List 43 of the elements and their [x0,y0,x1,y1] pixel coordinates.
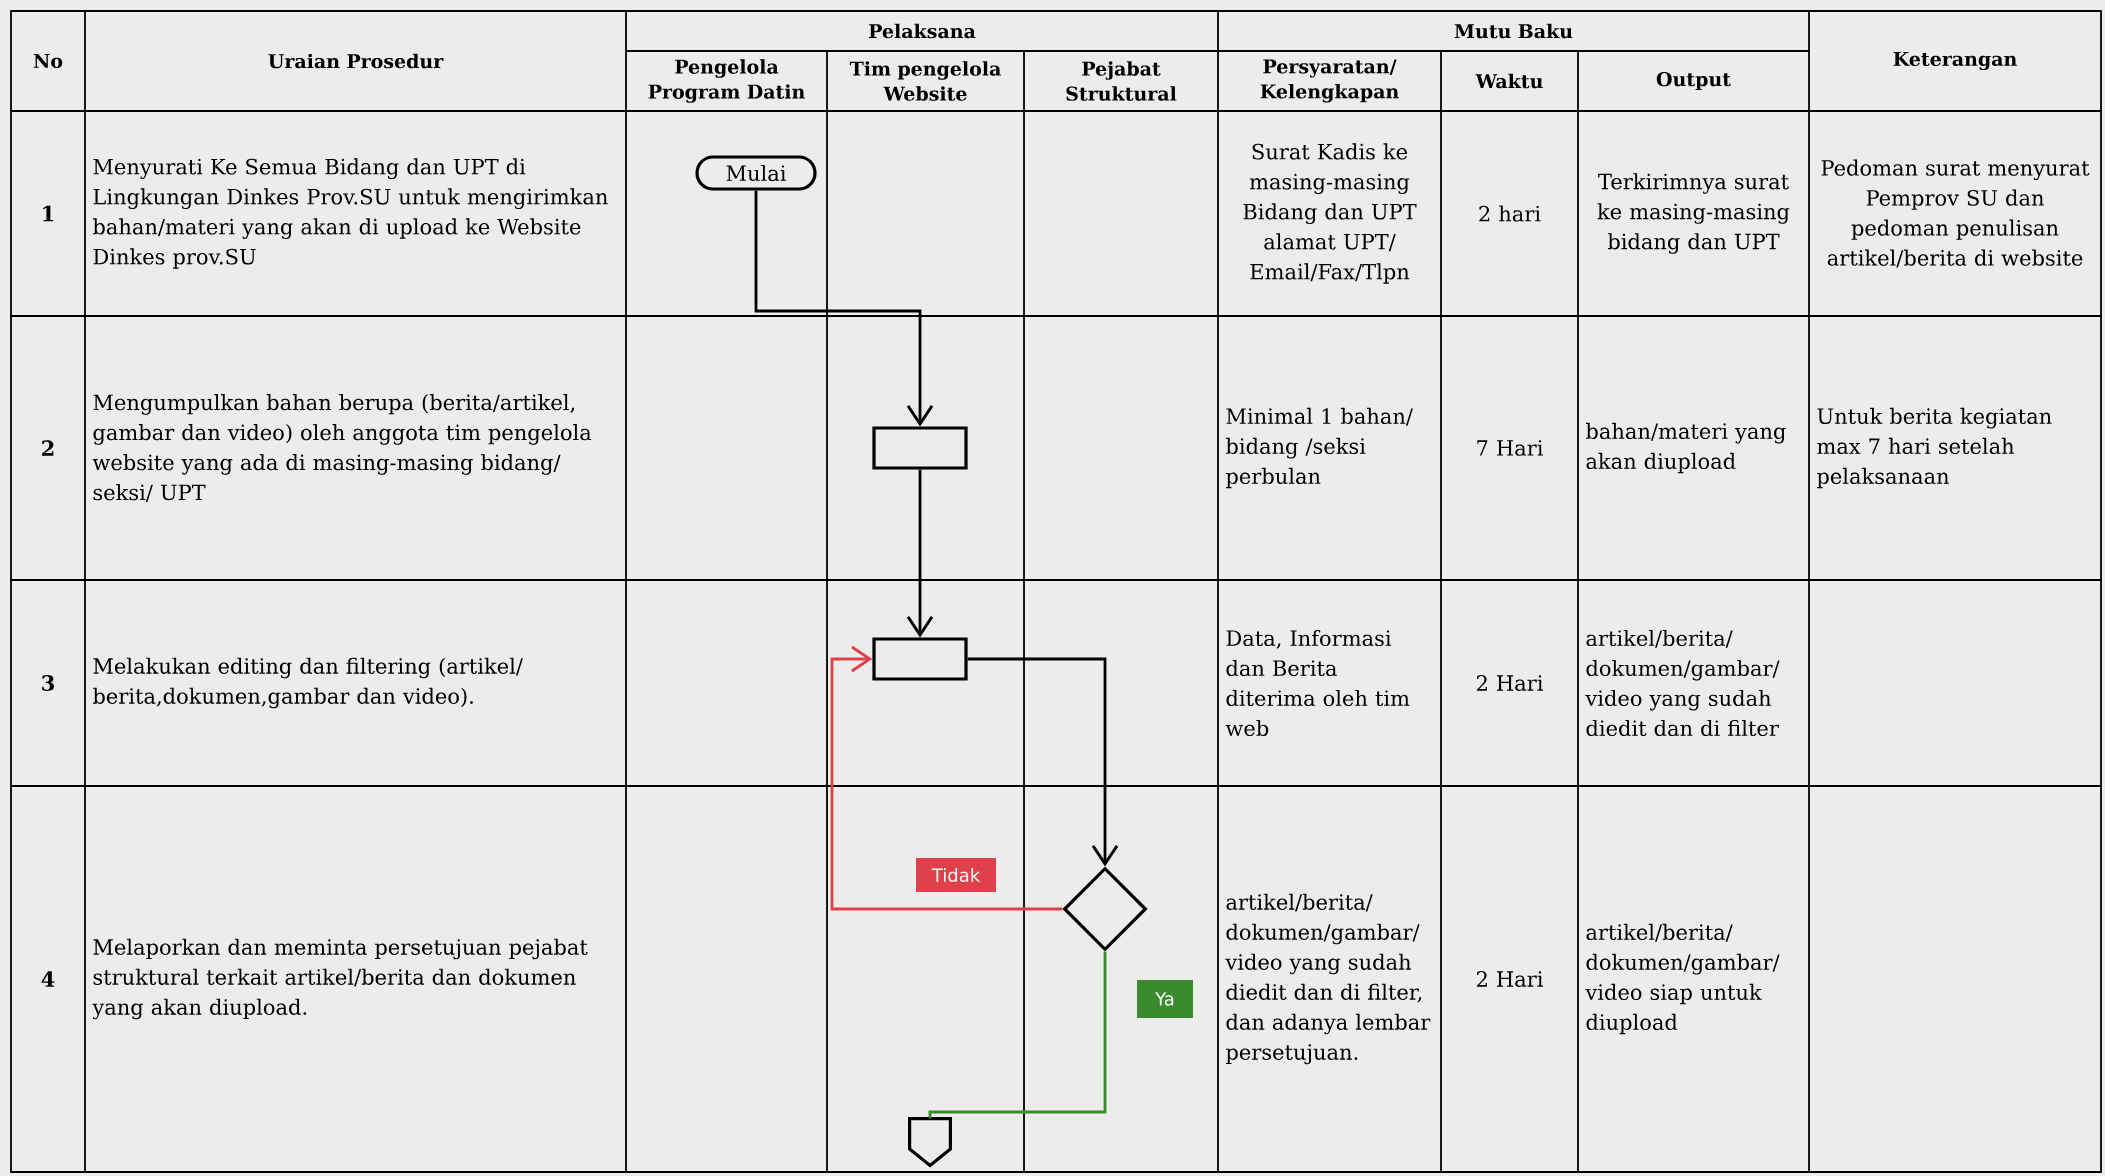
row-number: 4 [41,971,55,987]
cell-text: Terkirimnya surat ke masing-masing bidang dan UPT [1597,173,1790,254]
column-header: Pejabat Struktural [1066,61,1177,101]
column-header: Persyaratan/ Kelengkapan [1260,59,1399,103]
column-header: Output [1656,71,1731,90]
cell-text: 7 Hari [1477,440,1543,456]
cell-text: artikel/berita/dokumen/gambar/video siap untuk diupload [1585,923,1780,1035]
arrow [830,645,1063,911]
cell-text: Untuk berita kegiatan max 7 hari setelah pelaksanaan [1817,407,2052,489]
row-number: 1 [43,205,54,222]
cell-text: Pedoman surat menyurat Pemprov SU dan pedoman penulisan artikel/berita di website [1821,159,2090,268]
cell-text: 2 Hari [1476,971,1543,987]
column-header: Mutu Baku [1454,23,1573,39]
column-header: Uraian Prosedur [268,53,444,69]
cell-text: Mengumpulkan bahan berupa (berita/artikel, gambar dan video) oleh anggota tim pengelola website yang ada di masing-masing bidang/seksi/ UPT [92,394,592,502]
cell-text: 2 Hari [1476,675,1543,691]
cell-text: Melaporkan dan meminta persetujuan pejabat struktural terkait artikel/berita dan dokumen yang akan diupload. [92,938,588,1020]
arrow [754,190,934,427]
column-header: Waktu [1475,73,1543,89]
row-number: 3 [42,675,54,691]
cell-text: artikel/berita/dokumen/gambar/video yang sudah diedit dan di filter, dan adanya lembar persetujuan. [1225,893,1431,1065]
column-header: Tim pengelola Website [849,61,1001,101]
column-header: No [33,53,63,69]
arrow [906,469,934,638]
cell-text: Minimal 1 bahan/bidang /seksi perbulan [1226,407,1413,489]
cell-text: Surat Kadis ke masing-masing Bidang dan UPT alamat UPT/Email/Fax/Tlpn [1243,143,1417,284]
edge-label: Tidak [916,858,996,892]
column-header: Pengelola Program Datin [648,59,805,103]
row-number: 2 [42,440,54,456]
cell-text: Melakukan editing dan filtering (artikel/berita,dokumen,gambar dan video). [93,657,523,709]
cell-text: Data, Informasi dan Berita diterima oleh tim web [1225,629,1410,737]
start-terminal: Mulai [695,155,817,191]
cell-text: Menyurati Ke Semua Bidang dan UPT di Lingkungan Dinkes Prov.SU untuk mengirimkan bahan/materi yang akan di upload ke Website Dinkes prov.SU [93,158,608,269]
cell-text: 2 hari [1479,205,1541,222]
column-header: Keterangan [1893,51,2017,71]
process-box [872,637,968,681]
process-box [872,426,968,470]
arrow [967,657,1119,867]
column-header: Pelaksana [869,23,976,39]
cell-text: artikel/berita/dokumen/gambar/video yang sudah diedit dan di filter [1585,629,1780,737]
edge-label: Ya [1137,980,1193,1018]
off-page-connector [908,1117,952,1168]
cell-text: bahan/materi yang akan diupload [1586,422,1786,474]
